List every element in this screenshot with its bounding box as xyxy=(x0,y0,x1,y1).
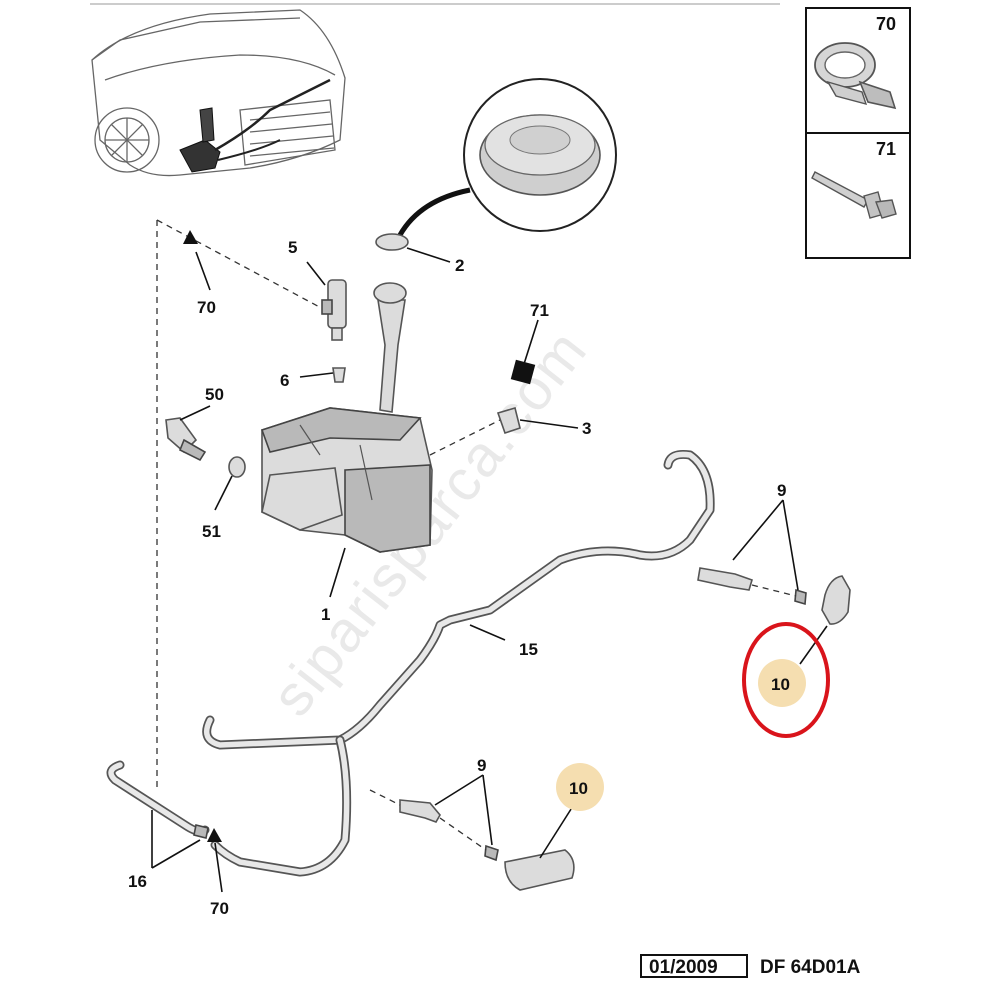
label-6: 6 xyxy=(280,371,289,390)
leader-lines xyxy=(151,247,828,893)
filler-cap xyxy=(375,233,409,251)
label-1: 1 xyxy=(321,605,330,624)
label-70-top: 70 xyxy=(197,298,216,317)
sensor-grommet xyxy=(228,456,246,478)
cap-magnifier xyxy=(397,78,617,237)
rivet-marker xyxy=(510,359,536,385)
washer-jets xyxy=(193,567,807,862)
label-9-right: 9 xyxy=(777,481,786,500)
washer-pump xyxy=(321,279,347,341)
label-71: 71 xyxy=(530,301,549,320)
label-10-right: 10 xyxy=(771,675,790,694)
label-5: 5 xyxy=(288,238,297,257)
label-2: 2 xyxy=(455,256,464,275)
inset-label-71: 71 xyxy=(876,139,896,159)
red-annotation-circle xyxy=(742,622,830,738)
car-illustration xyxy=(91,9,346,177)
level-sensor xyxy=(165,417,207,462)
label-51: 51 xyxy=(202,522,221,541)
headlamp-washer-covers xyxy=(504,575,851,891)
highlight-badge-bottom xyxy=(556,763,604,811)
clip-70-icon xyxy=(814,42,897,110)
inset-box: 70 71 xyxy=(805,7,911,259)
footer: 01/2009 DF 64D01A xyxy=(640,954,861,978)
label-16: 16 xyxy=(128,872,147,891)
pump-grommet xyxy=(332,367,346,383)
label-70-bottom: 70 xyxy=(210,899,229,918)
fixing-marker-top xyxy=(183,230,198,244)
label-15: 15 xyxy=(519,640,538,659)
highlight-badge-right xyxy=(758,659,806,707)
footer-date: 01/2009 xyxy=(649,957,718,978)
fixing-marker-bottom xyxy=(207,828,222,842)
label-10-bottom: 10 xyxy=(569,779,588,798)
jet-phantom-lines xyxy=(369,584,797,851)
label-9-bottom: 9 xyxy=(477,756,486,775)
mount-clip xyxy=(496,406,521,435)
label-3: 3 xyxy=(582,419,591,438)
washer-reservoir xyxy=(260,282,433,553)
inset-label-70: 70 xyxy=(876,14,896,34)
footer-code: DF 64D01A xyxy=(760,957,861,978)
label-50: 50 xyxy=(205,385,224,404)
phantom-lines xyxy=(156,219,501,790)
rivet-71-icon xyxy=(811,171,897,219)
